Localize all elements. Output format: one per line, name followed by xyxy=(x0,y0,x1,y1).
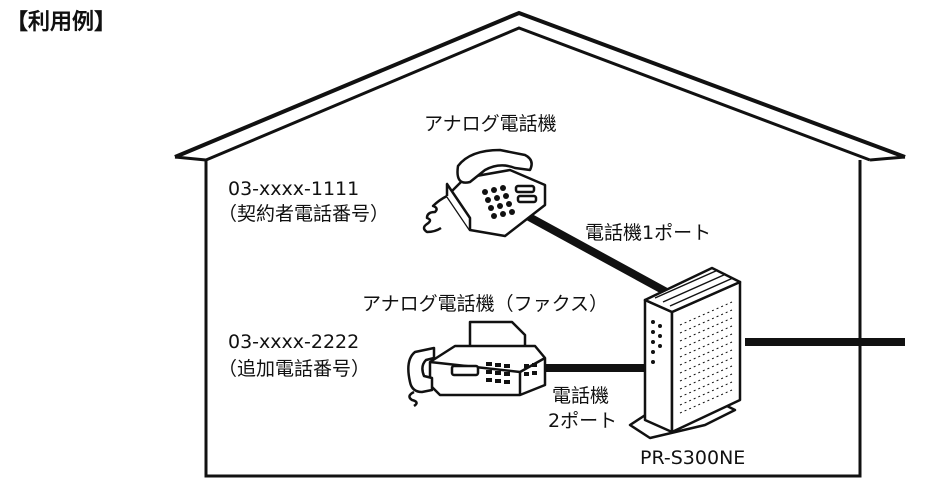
port2-label-line2: 2ポート xyxy=(548,410,618,432)
phone-name-label: アナログ電話機 xyxy=(424,113,557,135)
port2-label-line1: 電話機 xyxy=(552,385,610,407)
section-title: 【利用例】 xyxy=(6,10,117,35)
fax-number-label: 03-xxxx-2222 xyxy=(228,331,360,353)
analog-phone-icon xyxy=(422,148,547,238)
cables xyxy=(518,208,905,372)
phone-number-label: 03-xxxx-1111 xyxy=(228,178,360,200)
router-model-label: PR-S300NE xyxy=(640,447,746,469)
cable-phone-to-router xyxy=(518,208,674,299)
fax-machine-icon xyxy=(407,320,547,408)
port1-label: 電話機1ポート xyxy=(585,222,712,244)
fax-number-note: （追加電話番号） xyxy=(218,358,371,380)
router-icon xyxy=(628,266,742,440)
fax-name-label: アナログ電話機（ファクス） xyxy=(362,293,609,315)
house-outline xyxy=(174,10,906,478)
phone-number-note: （契約者電話番号） xyxy=(218,203,390,225)
